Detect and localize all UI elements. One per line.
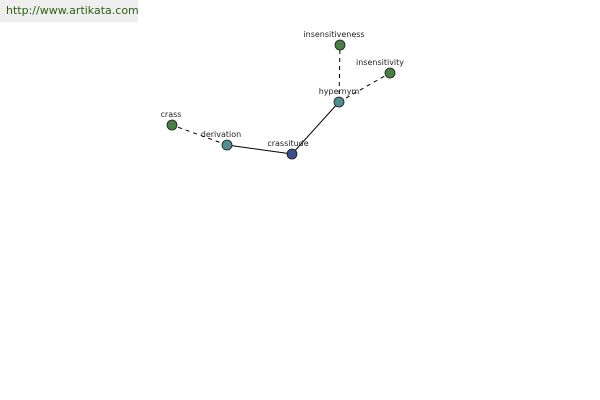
edge-hypernym-insensitiveness	[338, 44, 341, 103]
edges-layer	[171, 44, 391, 155]
source-url-banner[interactable]: http://www.artikata.com	[0, 0, 139, 22]
node-label-crass: crass	[161, 110, 182, 119]
node-label-insensitivity: insensitivity	[356, 58, 404, 67]
node-label-crassitude: crassitude	[267, 139, 308, 148]
nodes-layer	[166, 39, 396, 160]
node-label-derivation: derivation	[201, 130, 241, 139]
edge-crassitude-derivation	[226, 144, 293, 155]
edge-hypernym-insensitivity	[338, 72, 391, 103]
node-insensitivity[interactable]	[384, 67, 396, 79]
labels-layer: crassitude derivation crass hypernym insensi…	[161, 30, 405, 148]
node-label-hypernym: hypernym	[319, 87, 360, 96]
edge-crassitude-hypernym	[291, 101, 340, 155]
node-derivation[interactable]	[221, 139, 233, 151]
node-crassitude[interactable]	[286, 148, 298, 160]
edge-derivation-crass	[171, 124, 228, 146]
node-hypernym[interactable]	[333, 96, 345, 108]
node-label-insensitiveness: insensitiveness	[303, 30, 364, 39]
node-crass[interactable]	[166, 119, 178, 131]
node-insensitiveness[interactable]	[334, 39, 346, 51]
